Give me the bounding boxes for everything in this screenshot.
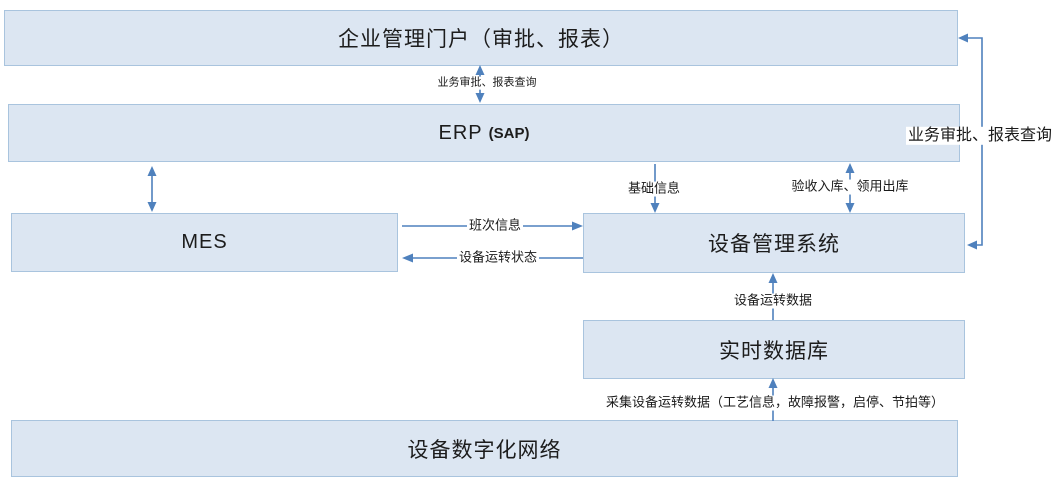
box-device-digital-network: 设备数字化网络 xyxy=(11,420,958,477)
box-equipment-management: 设备管理系统 xyxy=(583,213,965,273)
box-device-digital-network-label: 设备数字化网络 xyxy=(407,438,562,462)
box-equipment-management-label: 设备管理系统 xyxy=(708,233,840,256)
edge-label-portal-erp: 业务审批、报表查询 xyxy=(435,76,539,90)
edge-label-run-data: 设备运转数据 xyxy=(731,292,815,309)
box-erp: ERP (SAP) xyxy=(8,104,960,162)
edge-label-ems-portal: 业务审批、报表查询 xyxy=(905,126,1055,146)
box-mes: MES xyxy=(11,213,398,272)
box-mes-label: MES xyxy=(181,231,228,253)
arrow-erp-mes xyxy=(147,166,157,212)
edge-label-collect-data: 采集设备运转数据（工艺信息，故障报警，启停、节拍等） xyxy=(603,394,947,411)
edge-label-shift-info: 班次信息 xyxy=(466,217,524,234)
box-erp-label: ERP xyxy=(438,121,483,144)
box-enterprise-portal-label: 企业管理门户（审批、报表） xyxy=(338,28,624,51)
edge-label-warehouse: 验收入库、领用出库 xyxy=(789,178,911,195)
edge-label-run-status: 设备运转状态 xyxy=(456,249,540,266)
box-erp-sublabel: (SAP) xyxy=(488,124,530,142)
box-realtime-database: 实时数据库 xyxy=(583,320,965,379)
box-enterprise-portal: 企业管理门户（审批、报表） xyxy=(4,10,958,66)
edge-label-basic-info: 基础信息 xyxy=(625,180,683,197)
box-realtime-database-label: 实时数据库 xyxy=(719,339,829,363)
